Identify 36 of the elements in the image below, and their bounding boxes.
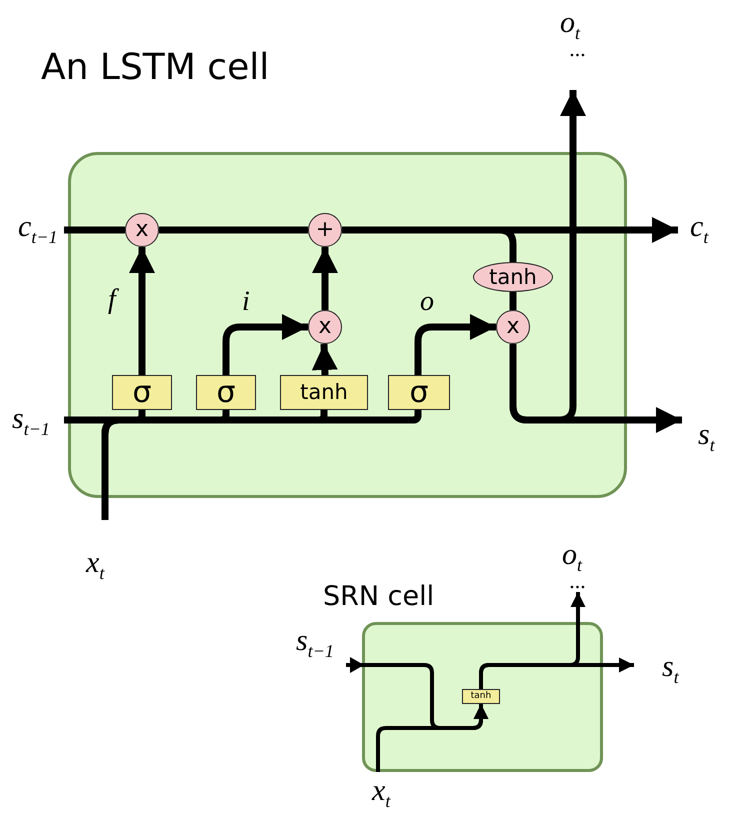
variable-label: x$_{t}$	[86, 548, 106, 582]
arrow	[312, 247, 338, 310]
activation-box: tanh	[462, 689, 500, 704]
edge-label: o	[420, 288, 434, 316]
connector-line	[64, 226, 125, 234]
activation-box: tanh	[280, 375, 368, 410]
variable-label: s$_{t}$	[698, 420, 716, 454]
variable-label: s$_{t}$	[662, 652, 680, 686]
variable-label: o$_{t}$	[562, 540, 584, 574]
arrow	[222, 314, 308, 375]
activation-box: σ	[196, 375, 256, 410]
variable-label: s$_{t−1}$	[296, 626, 335, 660]
variable-label: s$_{t−1}$	[12, 404, 51, 438]
variable-label: x$_{t}$	[372, 776, 392, 810]
variable-label: o$_{t}$	[560, 8, 582, 42]
arrow	[414, 314, 496, 375]
ellipsis: ...	[568, 574, 588, 588]
edge-label: i	[242, 288, 250, 316]
arrow	[129, 247, 155, 375]
operator-node: x	[496, 310, 530, 344]
cell-title: An LSTM cell	[41, 47, 270, 88]
operator-node: x	[125, 213, 159, 247]
arrow	[376, 704, 488, 772]
arrow	[510, 90, 586, 424]
connector-line	[510, 292, 516, 310]
variable-label: c$_{t−1}$	[18, 212, 58, 246]
cell-title: SRN cell	[323, 581, 434, 612]
ellipsis: ...	[568, 42, 588, 56]
operator-node: x	[308, 310, 342, 344]
variable-label: c$_{t}$	[690, 212, 710, 246]
connector-line	[159, 226, 308, 234]
operator-node: tanh	[473, 262, 553, 292]
activation-box: σ	[388, 375, 450, 410]
arrow	[312, 344, 338, 376]
activation-box: σ	[112, 375, 172, 410]
operator-node: +	[308, 213, 342, 247]
